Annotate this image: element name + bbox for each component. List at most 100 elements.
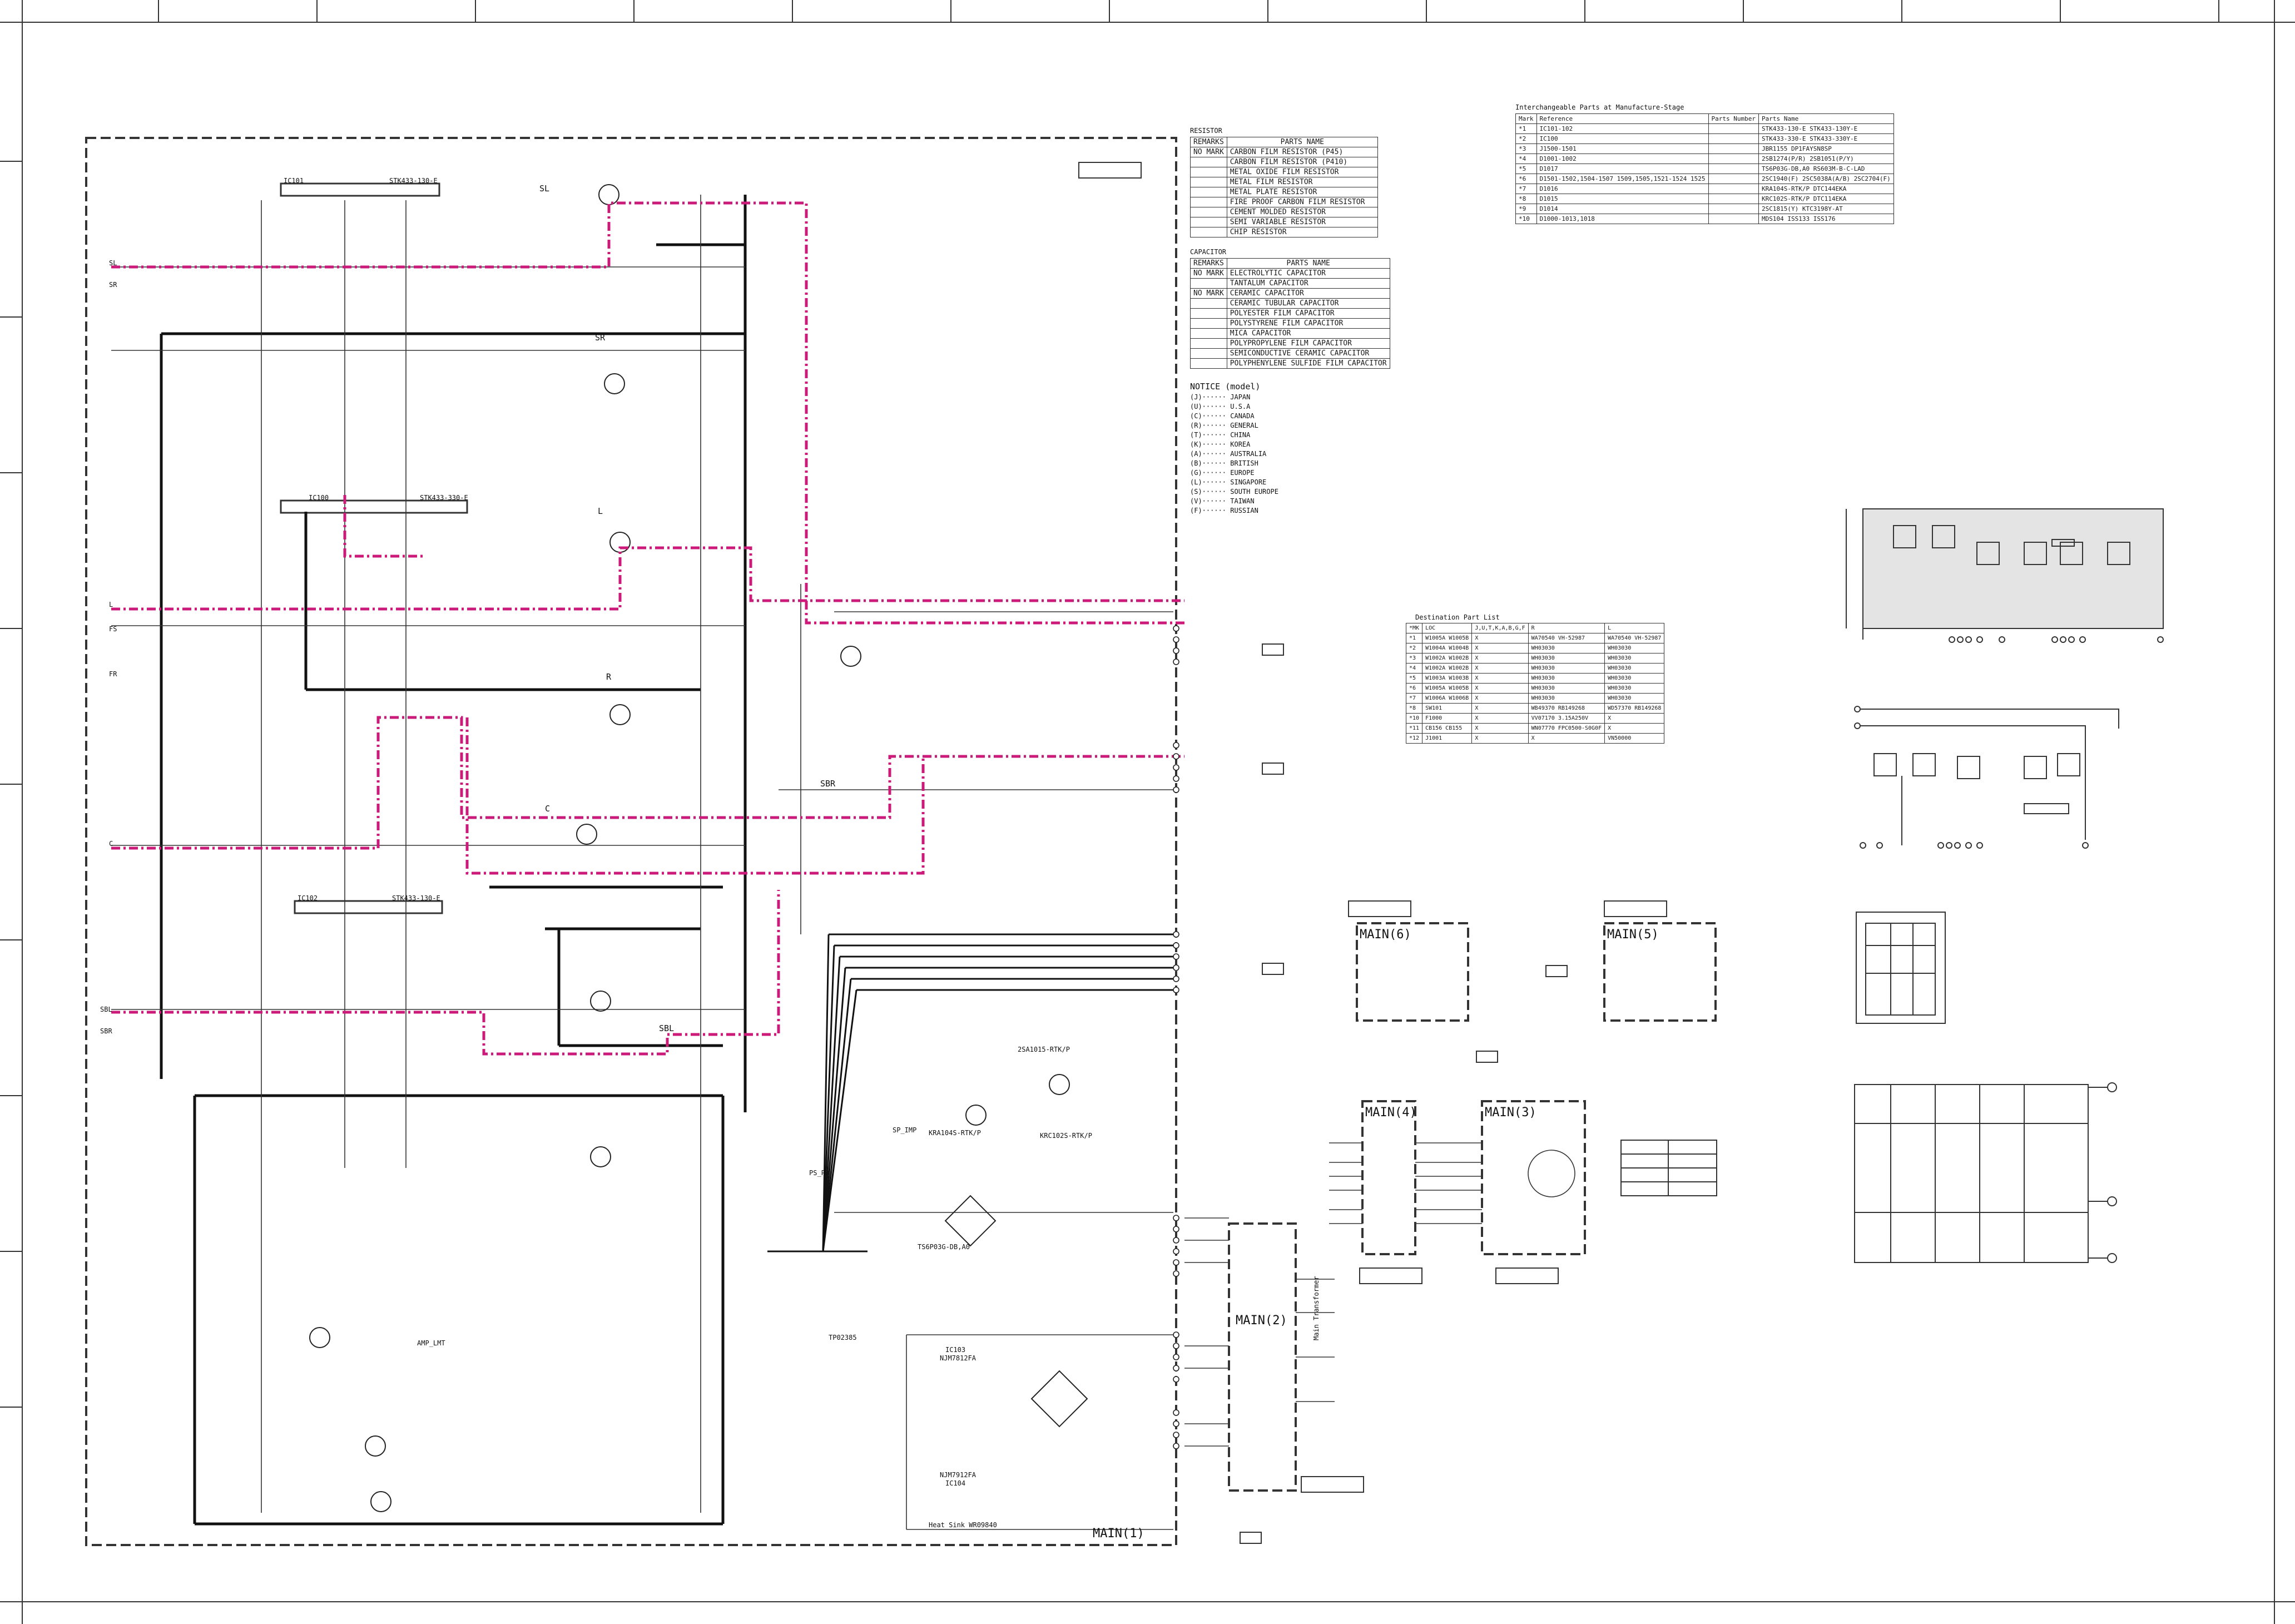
signal-wiring [111, 195, 1173, 1530]
table-cell: *7 [1515, 184, 1537, 194]
ic102-part: STK433-130-E [392, 894, 440, 902]
table-cell [1190, 197, 1227, 207]
table-cell: *10 [1515, 214, 1537, 224]
table-cell: POLYPHENYLENE SULFIDE FILM CAPACITOR [1226, 358, 1390, 369]
table-cell: POLYESTER FILM CAPACITOR [1226, 308, 1390, 319]
notice-item: (C)······ CANADA [1190, 412, 1255, 420]
notice-title: NOTICE (model) [1190, 382, 1261, 392]
table-header-row: REMARKS PARTS NAME [1190, 137, 1378, 147]
sp-imp-label: SP_IMP [893, 1126, 917, 1134]
power-bus [160, 195, 747, 1526]
main4-frame [1361, 1100, 1416, 1255]
table-cell: X [1471, 633, 1529, 643]
input-pin-fr: FR [109, 670, 117, 678]
input-pin-fs: FS [109, 625, 117, 633]
main3-label: MAIN(3) [1485, 1106, 1536, 1120]
notice-list: (J)······ JAPAN (U)······ U.S.A (C)······ … [1190, 393, 1278, 516]
ic102-label: IC102 [298, 894, 318, 902]
signal-label-sl: SL [539, 184, 550, 194]
interchangeable-parts-table: Mark Reference Parts Number Parts Name *… [1515, 113, 1894, 224]
table-cell [1190, 318, 1227, 329]
table-cell: X [1471, 703, 1529, 714]
table-cell: WH03030 [1604, 643, 1665, 653]
table-row: METAL OXIDE FILM RESISTOR [1190, 167, 1378, 177]
table-cell: *8 [1515, 194, 1537, 204]
table-cell [1708, 164, 1759, 174]
signal-label-sbr: SBR [820, 779, 836, 789]
table-cell: J1001 [1422, 733, 1473, 744]
signal-paths [111, 201, 1184, 1056]
transistor-symbols [309, 184, 1070, 1512]
table-cell: W1006A W1006B [1422, 693, 1473, 704]
bridge-rectifiers [944, 1195, 1088, 1428]
notice-item: (T)······ CHINA [1190, 431, 1251, 439]
table-cell: *6 [1405, 683, 1423, 694]
table-cell: WH03030 [1528, 663, 1605, 674]
ic100-part: STK433-330-E [420, 494, 468, 502]
table-row: METAL PLATE RESISTOR [1190, 187, 1378, 197]
table-header-cell: PARTS NAME [1226, 137, 1378, 147]
table-cell [1708, 184, 1759, 194]
table-cell: CEMENT MOLDED RESISTOR [1226, 207, 1378, 217]
table-header-cell: R [1528, 623, 1605, 633]
table-row: CHIP RESISTOR [1190, 227, 1378, 237]
table-cell [1708, 204, 1759, 214]
main3-frame [1481, 1100, 1586, 1255]
resistor-table-title: RESISTOR [1190, 127, 1222, 135]
notice-item: (A)······ AUSTRALIA [1190, 450, 1267, 458]
table-cell [1190, 278, 1227, 289]
table-row: POLYESTER FILM CAPACITOR [1190, 308, 1390, 319]
table-cell: WH03030 [1528, 653, 1605, 664]
table-cell: *6 [1515, 174, 1537, 184]
table-cell: X [1471, 683, 1529, 694]
table-cell: METAL FILM RESISTOR [1226, 177, 1378, 187]
table-cell: X [1604, 723, 1665, 734]
table-cell: W1003A W1003B [1422, 673, 1473, 684]
table-cell: D1501-1502,1504-1507 1509,1505,1521-1524… [1536, 174, 1709, 184]
table-cell [1708, 174, 1759, 184]
ic100-label: IC100 [309, 494, 329, 502]
table-cell: *7 [1405, 693, 1423, 704]
destination-title: Destination Part List [1415, 613, 1500, 621]
table-cell: *4 [1515, 154, 1537, 164]
ic-blocks [280, 182, 468, 914]
table-cell [1708, 133, 1759, 144]
table-row: CERAMIC TUBULAR CAPACITOR [1190, 298, 1390, 309]
table-row: FIRE PROOF CARBON FILM RESISTOR [1190, 197, 1378, 207]
ic-internal-schematic-3 [1856, 912, 1946, 1024]
table-header-row: *MK LOC J,U,T,K,A,B,G,F R L [1405, 623, 1665, 633]
table-cell: *1 [1405, 633, 1423, 643]
table-cell: *12 [1405, 733, 1423, 744]
table-cell: *10 [1405, 713, 1423, 724]
table-cell [1190, 338, 1227, 349]
table-header-cell: Reference [1536, 113, 1709, 124]
main6-frame [1356, 922, 1469, 1022]
signal-label-sr: SR [595, 333, 606, 343]
signal-label-c: C [545, 804, 551, 814]
ic-internal-schematic-2 [1854, 706, 2119, 849]
table-cell: VV07170 3.15A250V [1528, 713, 1605, 724]
ic-internal-schematic-1 [1846, 508, 2164, 643]
notice-item: (U)······ U.S.A [1190, 403, 1251, 410]
table-cell [1708, 154, 1759, 164]
table-cell: CB156 CB155 [1422, 723, 1473, 734]
harness-bundle [767, 933, 1173, 1252]
table-header-cell: REMARKS [1190, 258, 1227, 269]
notice-item: (J)······ JAPAN [1190, 393, 1251, 401]
notice-item: (F)······ RUSSIAN [1190, 507, 1258, 514]
table-cell [1190, 348, 1227, 359]
table-cell: CARBON FILM RESISTOR (P45) [1226, 147, 1378, 157]
table-cell [1190, 358, 1227, 369]
table-cell: *3 [1405, 653, 1423, 664]
table-cell: X [1528, 733, 1605, 744]
table-cell [1190, 328, 1227, 339]
table-cell [1190, 227, 1227, 237]
